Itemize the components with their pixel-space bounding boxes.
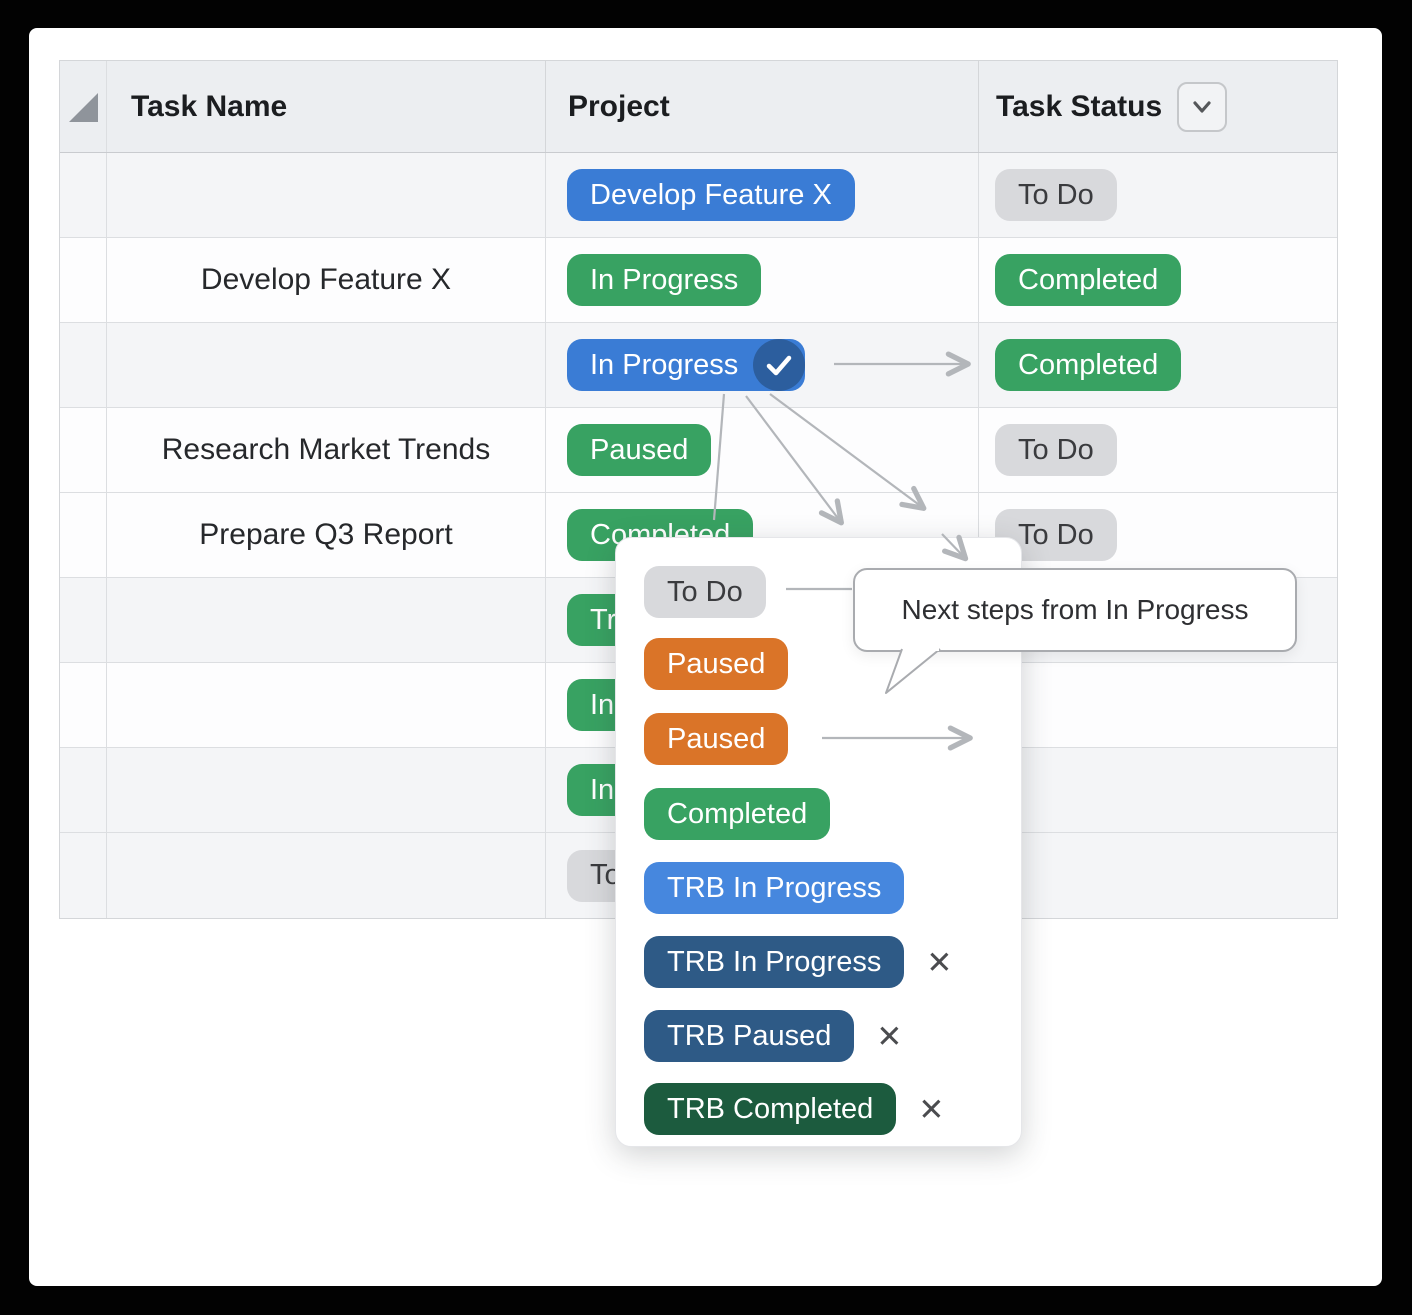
select-all-triangle-icon bbox=[68, 93, 98, 122]
task-status-cell: Completed bbox=[979, 238, 1337, 322]
column-header-task-status[interactable]: Task Status bbox=[979, 61, 1337, 152]
status-option-pill[interactable]: Paused bbox=[644, 713, 789, 765]
task-name-cell bbox=[107, 323, 546, 407]
status-option-row: Completed bbox=[644, 788, 831, 840]
task-name-cell: Research Market Trends bbox=[107, 408, 546, 492]
status-pill[interactable]: To Do bbox=[995, 424, 1117, 476]
row-selector-cell[interactable] bbox=[60, 408, 107, 492]
status-option-pill[interactable]: TRB Paused bbox=[644, 1010, 855, 1062]
column-header-project[interactable]: Project bbox=[546, 61, 979, 152]
project-pill[interactable]: Develop Feature X bbox=[567, 169, 855, 221]
row-selector-cell[interactable] bbox=[60, 578, 107, 662]
task-name-cell: Prepare Q3 Report bbox=[107, 493, 546, 577]
column-header-task-name[interactable]: Task Name bbox=[107, 61, 546, 152]
task-name-cell bbox=[107, 153, 546, 237]
row-selector-cell[interactable] bbox=[60, 493, 107, 577]
status-option-pill[interactable]: TRB In Progress bbox=[644, 936, 905, 988]
task-name-cell bbox=[107, 663, 546, 747]
status-option-row: TRB Completed bbox=[644, 1083, 944, 1135]
status-option-pill[interactable]: Completed bbox=[644, 788, 831, 840]
check-icon bbox=[753, 339, 806, 391]
project-cell: In Progress bbox=[546, 238, 979, 322]
project-pill-label: In Progress bbox=[590, 348, 739, 381]
remove-status-icon[interactable] bbox=[926, 947, 952, 978]
chevron-down-icon bbox=[1193, 100, 1211, 113]
task-status-cell: To Do bbox=[979, 493, 1337, 577]
task-name-cell bbox=[107, 578, 546, 662]
column-header-task-status-label: Task Status bbox=[996, 89, 1163, 123]
status-option-row: Paused bbox=[644, 713, 789, 765]
remove-status-icon[interactable] bbox=[918, 1094, 944, 1125]
status-option-row: Paused bbox=[644, 638, 789, 690]
task-status-cell: To Do bbox=[979, 408, 1337, 492]
status-option-pill[interactable]: Paused bbox=[644, 638, 789, 690]
status-pill[interactable]: Completed bbox=[995, 254, 1182, 306]
row-selector-cell[interactable] bbox=[60, 663, 107, 747]
status-pill[interactable]: Completed bbox=[995, 339, 1182, 391]
row-selector-cell[interactable] bbox=[60, 238, 107, 322]
task-name-cell bbox=[107, 748, 546, 832]
table-row: Research Market Trends Paused To Do bbox=[60, 408, 1337, 493]
tooltip-tail bbox=[885, 648, 941, 694]
task-status-filter-button[interactable] bbox=[1177, 81, 1228, 132]
row-selector-cell[interactable] bbox=[60, 323, 107, 407]
status-option-pill[interactable]: To Do bbox=[644, 566, 766, 618]
task-name-cell bbox=[107, 833, 546, 918]
status-option-pill[interactable]: TRB In Progress bbox=[644, 862, 905, 914]
tooltip-text: Next steps from In Progress bbox=[901, 594, 1249, 625]
table-row: Develop Feature X To Do bbox=[60, 153, 1337, 238]
task-status-cell: To Do bbox=[979, 153, 1337, 237]
project-pill[interactable]: Paused bbox=[567, 424, 712, 476]
project-cell: Develop Feature X bbox=[546, 153, 979, 237]
tooltip: Next steps from In Progress bbox=[853, 568, 1297, 694]
project-pill[interactable]: In Progress bbox=[567, 254, 762, 306]
project-cell: Paused bbox=[546, 408, 979, 492]
row-selector-cell[interactable] bbox=[60, 748, 107, 832]
task-status-cell bbox=[979, 748, 1337, 832]
status-pill[interactable]: To Do bbox=[995, 509, 1117, 561]
status-option-row: TRB In Progress bbox=[644, 936, 952, 988]
grid-header-row: Task Name Project Task Status bbox=[60, 61, 1337, 153]
status-option-pill[interactable]: TRB Completed bbox=[644, 1083, 897, 1135]
remove-status-icon[interactable] bbox=[876, 1021, 902, 1052]
select-all-cell[interactable] bbox=[60, 61, 107, 152]
table-row: In Progress Completed bbox=[60, 323, 1337, 408]
table-row: Develop Feature X In Progress Completed bbox=[60, 238, 1337, 323]
task-status-cell bbox=[979, 833, 1337, 918]
status-pill[interactable]: To Do bbox=[995, 169, 1117, 221]
row-selector-cell[interactable] bbox=[60, 153, 107, 237]
task-status-cell: Completed bbox=[979, 323, 1337, 407]
status-option-row: TRB Paused bbox=[644, 1010, 902, 1062]
status-option-row: To Do bbox=[644, 566, 766, 618]
row-selector-cell[interactable] bbox=[60, 833, 107, 918]
project-cell: In Progress bbox=[546, 323, 979, 407]
task-status-cell bbox=[979, 663, 1337, 747]
task-name-cell: Develop Feature X bbox=[107, 238, 546, 322]
project-pill-selected[interactable]: In Progress bbox=[567, 339, 806, 391]
status-option-row: TRB In Progress bbox=[644, 862, 905, 914]
